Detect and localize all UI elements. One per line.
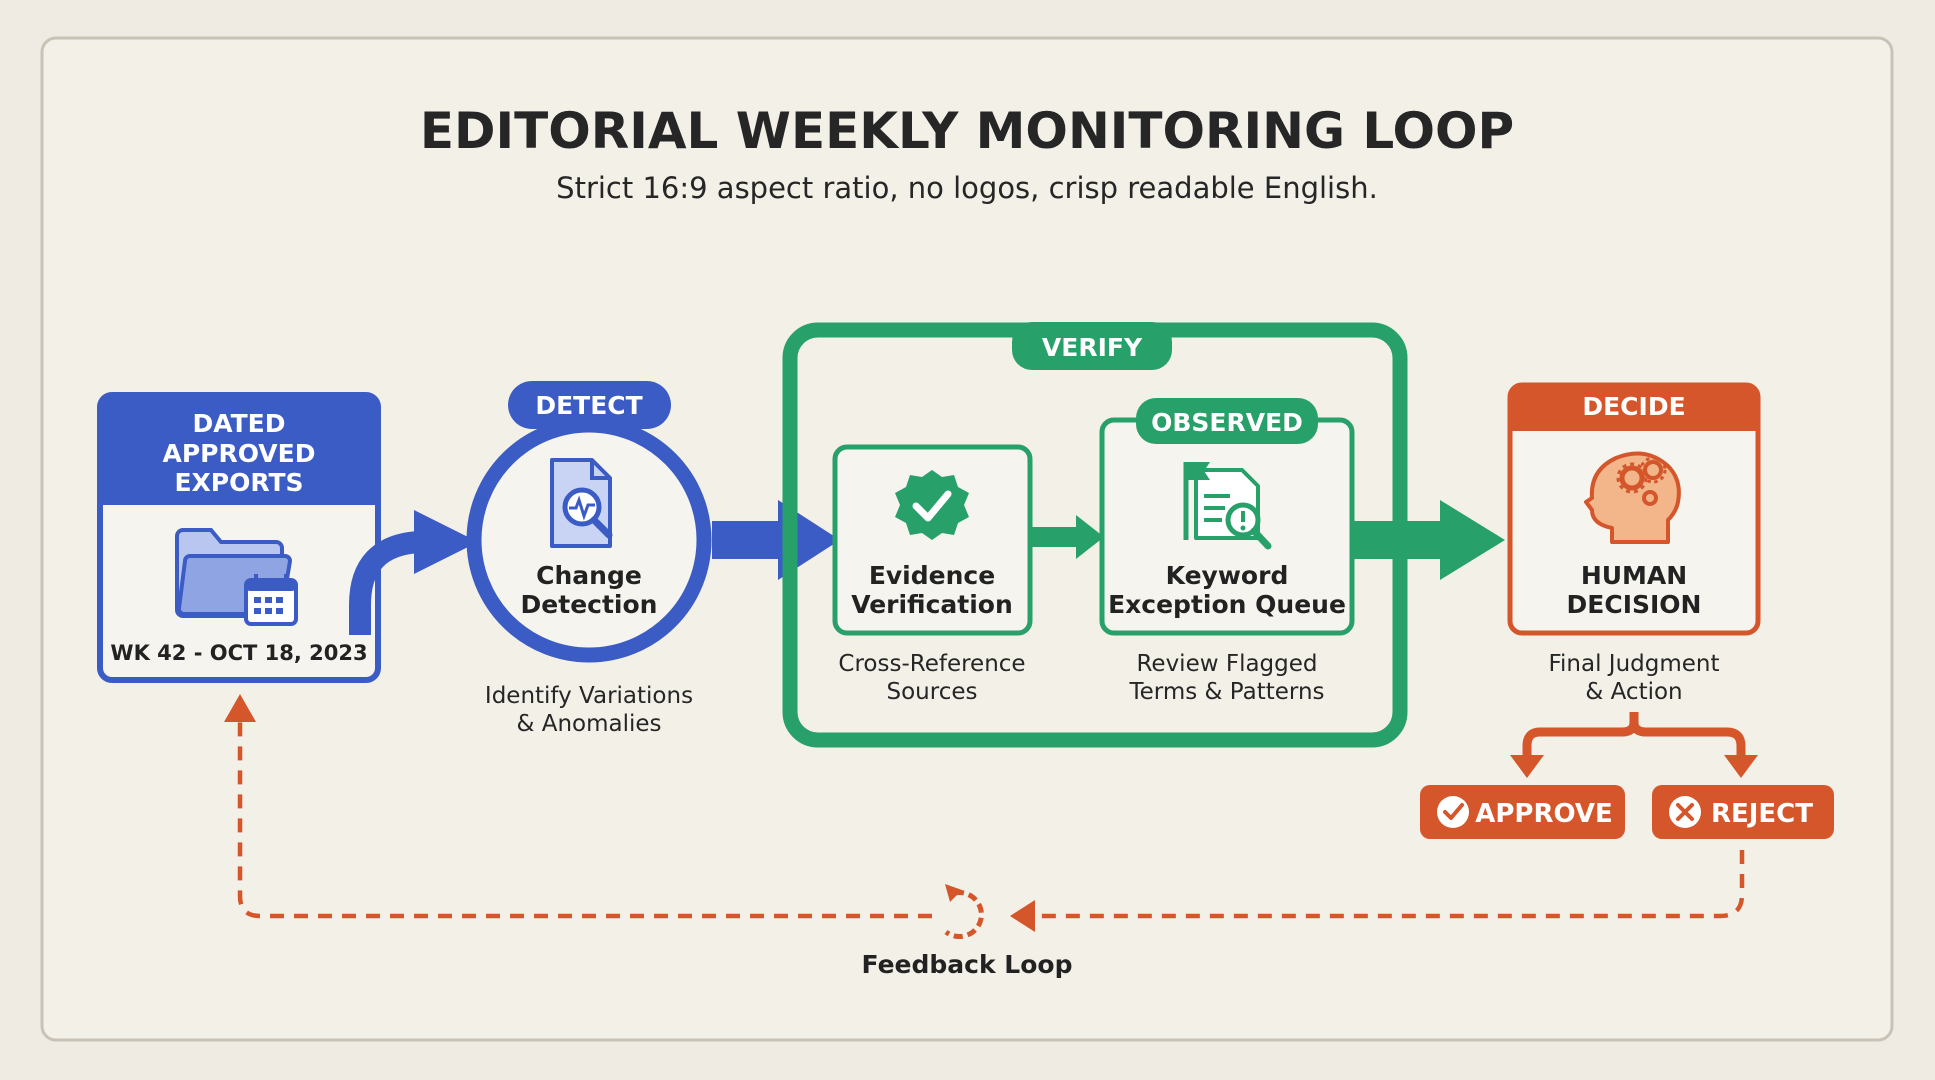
evidence-title-line-2: Verification bbox=[851, 590, 1013, 619]
feedback-label: Feedback Loop bbox=[862, 950, 1073, 979]
reject-label: REJECT bbox=[1711, 799, 1813, 829]
verify-tag: VERIFY bbox=[1042, 333, 1143, 362]
arrow-detect-to-verify bbox=[712, 521, 782, 559]
x-circle-icon bbox=[1669, 796, 1701, 828]
reject-button[interactable]: REJECT bbox=[1652, 785, 1834, 839]
detect-tag: DETECT bbox=[535, 391, 642, 420]
approve-button[interactable]: APPROVE bbox=[1420, 785, 1625, 839]
detect-caption-line-1: Identify Variations bbox=[485, 683, 693, 709]
detect-node: DETECT Change Detection bbox=[466, 381, 712, 663]
decision-branch-arrows bbox=[1510, 712, 1758, 778]
evidence-caption-line-1: Cross-Reference bbox=[838, 651, 1025, 677]
verify-group: VERIFY Evidence Verification Cross-Refer… bbox=[782, 322, 1408, 748]
keyword-card: OBSERVED Keyword Exception Queue bbox=[1099, 398, 1355, 636]
keyword-caption-line-2: Terms & Patterns bbox=[1128, 679, 1324, 705]
detect-title-line-2: Detection bbox=[521, 590, 658, 619]
page-subtitle: Strict 16:9 aspect ratio, no logos, cris… bbox=[556, 171, 1378, 205]
decide-card: DECIDE HUMAN DECISION bbox=[1507, 382, 1761, 636]
feedback-loop-path bbox=[224, 694, 1745, 932]
exports-card: DATED APPROVED EXPORTS WK 42 - OCT 18, 2… bbox=[97, 392, 381, 683]
arrow-verify-to-decide bbox=[1352, 521, 1446, 559]
arrow-evidence-to-keyword bbox=[1030, 527, 1080, 547]
arrow-head-evidence-to-keyword bbox=[1076, 515, 1104, 559]
exports-header-line-2: APPROVED bbox=[162, 439, 315, 468]
folder-calendar-icon bbox=[175, 528, 298, 626]
arrow-head-exports-to-detect bbox=[414, 510, 478, 574]
detect-title-line-1: Change bbox=[536, 561, 642, 590]
exports-header-line-1: DATED bbox=[192, 409, 285, 438]
decide-caption-line-2: & Action bbox=[1585, 679, 1682, 705]
refresh-icon bbox=[944, 884, 984, 940]
exports-header-line-3: EXPORTS bbox=[174, 468, 303, 497]
arrow-head-verify-to-decide bbox=[1440, 500, 1505, 580]
flagged-document-icon bbox=[1183, 462, 1272, 550]
keyword-tag: OBSERVED bbox=[1151, 408, 1303, 437]
decide-tag: DECIDE bbox=[1582, 392, 1685, 421]
decide-title-line-1: HUMAN bbox=[1581, 561, 1687, 590]
document-search-icon bbox=[550, 458, 613, 548]
human-head-gears-icon bbox=[1584, 451, 1681, 544]
decide-caption-line-1: Final Judgment bbox=[1548, 651, 1719, 677]
keyword-title-line-1: Keyword bbox=[1166, 561, 1289, 590]
approve-label: APPROVE bbox=[1475, 799, 1613, 829]
exports-date: WK 42 - OCT 18, 2023 bbox=[110, 641, 367, 665]
decide-title-line-2: DECISION bbox=[1567, 590, 1702, 619]
check-circle-icon bbox=[1437, 796, 1469, 828]
evidence-caption-line-2: Sources bbox=[887, 679, 978, 705]
evidence-card: Evidence Verification bbox=[832, 444, 1033, 636]
page-title: EDITORIAL WEEKLY MONITORING LOOP bbox=[420, 102, 1514, 160]
detect-caption-line-2: & Anomalies bbox=[516, 711, 661, 737]
verified-badge-icon bbox=[895, 470, 969, 540]
evidence-title-line-1: Evidence bbox=[869, 561, 995, 590]
keyword-title-line-2: Exception Queue bbox=[1108, 590, 1346, 619]
keyword-caption-line-1: Review Flagged bbox=[1136, 651, 1317, 677]
